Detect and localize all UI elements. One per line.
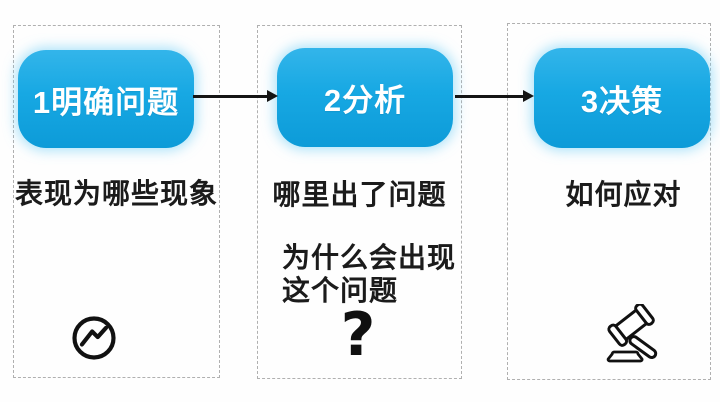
arrow-right-icon xyxy=(523,90,534,102)
step-1-note: 表现为哪些现象 xyxy=(14,178,218,209)
step-node-3: 3决策 xyxy=(534,48,710,148)
step-node-3-title: 3决策 xyxy=(580,83,664,119)
step-node-2-title: 2分析 xyxy=(323,83,407,118)
step-2-note-b: 为什么会出现 这个问题 xyxy=(282,242,457,306)
gavel-icon xyxy=(600,304,668,368)
step-panel-3 xyxy=(507,23,711,380)
question-mark-icon: ? xyxy=(340,300,376,370)
step-panel-2 xyxy=(257,25,462,379)
step-3-note: 如何应对 xyxy=(565,179,682,210)
step-2-note-a: 哪里出了问题 xyxy=(272,179,447,210)
arrow-right-icon xyxy=(267,90,278,102)
trend-circle-icon xyxy=(68,312,120,364)
step-node-1: 1明确问题 xyxy=(18,50,194,148)
arrow-line xyxy=(455,95,524,98)
step-node-2: 2分析 xyxy=(277,48,453,147)
step-panel-1 xyxy=(13,25,220,378)
step-node-1-title: 1明确问题 xyxy=(32,84,180,120)
arrow-line xyxy=(193,95,268,98)
